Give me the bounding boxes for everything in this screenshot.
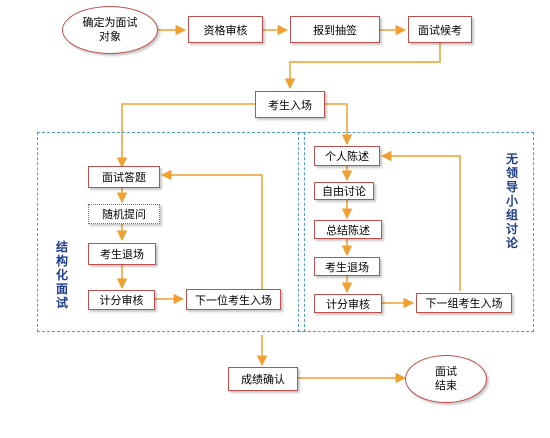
end-node-line2: 结束: [435, 379, 457, 392]
leaderless-statement-node: 个人陈述: [314, 146, 380, 166]
leaderless-discussion-label: 无领导小组讨论: [505, 152, 518, 250]
arrow-enter-to-structured: [116, 103, 255, 169]
score-confirm-node: 成绩确认: [228, 367, 298, 391]
interview-wait-node: 面试候考: [408, 16, 472, 43]
candidate-enter-node: 考生入场: [255, 91, 325, 118]
leaderless-free-discussion-node: 自由讨论: [314, 182, 374, 200]
arrow-nextgroup-loop-to-statement: [380, 150, 461, 291]
arrow-wait-to-enter: [284, 43, 441, 90]
structured-answer-node: 面试答题: [88, 166, 160, 188]
leaderless-next-group-node: 下一组考生入场: [416, 293, 512, 313]
structured-next-candidate-node: 下一位考生入场: [186, 289, 281, 310]
target-node-line2: 对象: [99, 30, 121, 43]
register-draw-node: 报到抽签: [290, 16, 380, 43]
structured-interview-region: [37, 132, 305, 332]
leaderless-scoring-node: 计分审核: [314, 294, 382, 313]
target-node: 确定为面试 对象: [62, 6, 158, 54]
leaderless-discussion-region: [298, 132, 534, 332]
target-node-line1: 确定为面试: [82, 16, 138, 29]
qualification-review-node: 资格审核: [188, 16, 263, 43]
arrow-enter-to-leaderless: [325, 103, 353, 146]
arrow-next-loop-to-answer: [160, 169, 263, 290]
structured-interview-label: 结构化面试: [55, 240, 68, 310]
structured-exit-node: 考生退场: [88, 243, 156, 265]
structured-random-question-node: 随机提问: [88, 204, 160, 224]
end-node-line1: 面试: [435, 365, 457, 378]
leaderless-summary-node: 总结陈述: [314, 220, 382, 239]
end-node: 面试 结束: [405, 355, 487, 403]
structured-scoring-node: 计分审核: [88, 290, 155, 310]
leaderless-exit-node: 考生退场: [314, 257, 380, 276]
